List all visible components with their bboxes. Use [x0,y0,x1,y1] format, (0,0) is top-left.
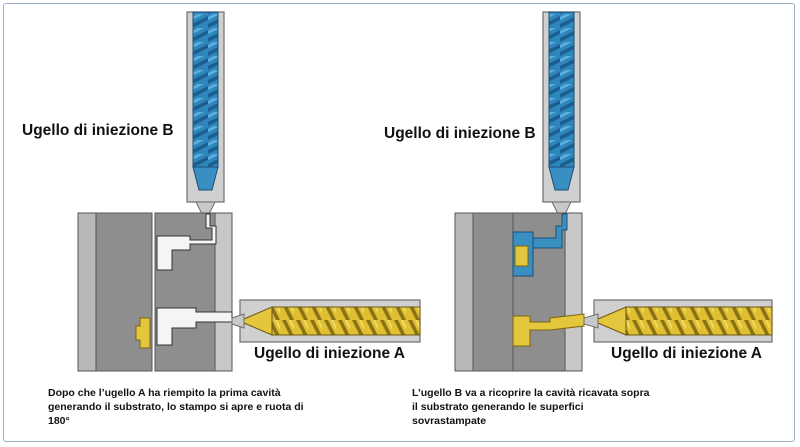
panel-left [77,11,421,372]
nozzle-b-unit [186,11,225,215]
nozzle-a-unit [231,299,421,343]
caption-left: Dopo che l’ugello A ha riempito la prima… [48,386,304,428]
panel-right [454,11,773,372]
nozzle-b-label: Ugello di iniezione B [22,122,174,139]
nozzle-a-label: Ugello di iniezione A [254,345,405,362]
caption-line: 180° [48,415,70,427]
caption-right: L’ugello B va a ricoprire la cavità rica… [412,386,650,428]
back-plate [77,212,97,372]
substrate-part [135,317,151,349]
nozzle-b-unit-2 [542,11,581,215]
caption-line: L’ugello B va a ricoprire la cavità rica… [412,387,650,399]
caption-line: il substrato generando le superfici [412,401,584,413]
nozzle-a-label-2: Ugello di iniezione A [611,345,762,362]
caption-line: generando il substrato, lo stampo si apr… [48,401,304,413]
nozzle-b-label-2: Ugello di iniezione B [384,125,536,142]
nozzle-a-unit-2 [583,299,773,343]
caption-line: sovrastampate [412,415,487,427]
caption-line: Dopo che l’ugello A ha riempito la prima… [48,387,281,399]
